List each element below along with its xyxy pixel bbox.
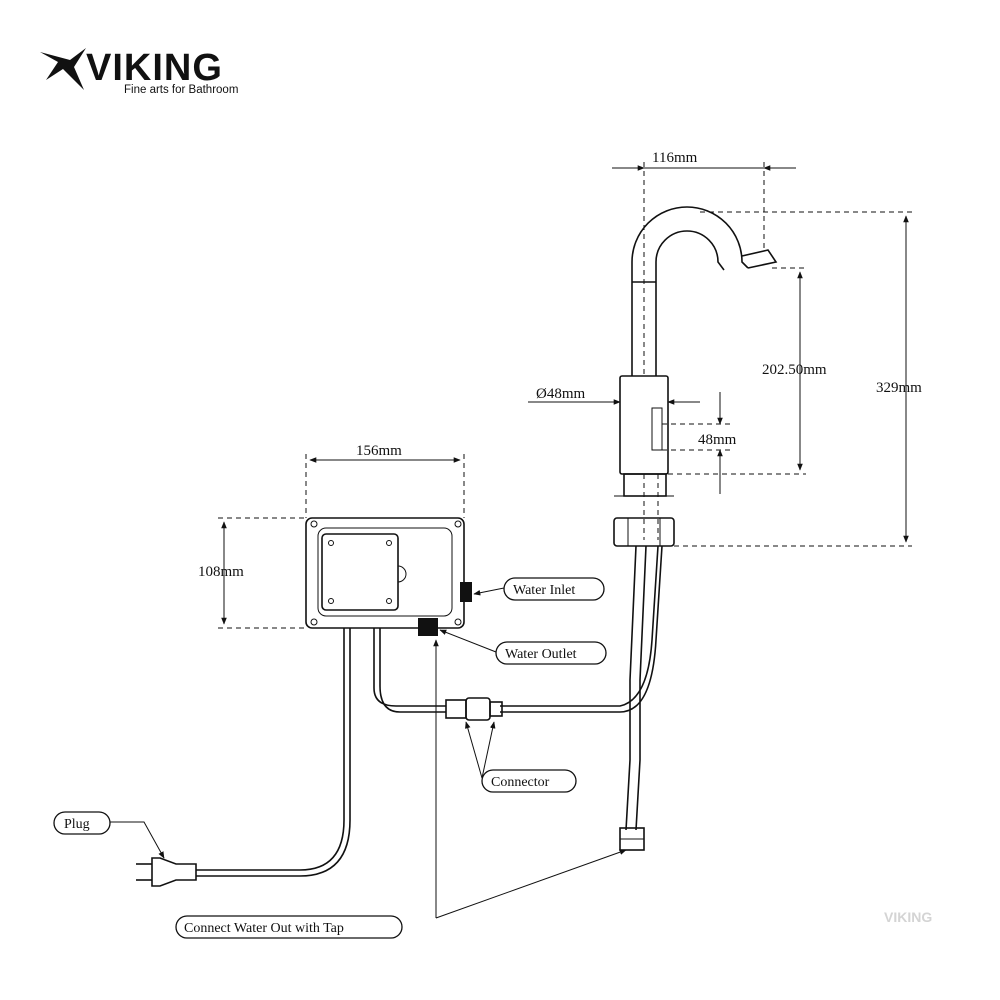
brand-name: VIKING	[86, 47, 223, 89]
label-plug: Plug	[64, 817, 90, 832]
callouts: Water Inlet Water Outlet Connector Plug …	[53, 577, 627, 939]
watermark: VIKING	[884, 909, 932, 925]
dim-spout-height: 202.50mm	[762, 362, 827, 378]
dim-sensor-height: 48mm	[698, 432, 737, 448]
faucet-hoses	[500, 545, 663, 851]
dimension-texts: 116mm 329mm 202.50mm Ø48mm 48mm 156mm 10…	[198, 150, 922, 580]
plug-icon	[136, 857, 197, 887]
brand-tagline: Fine arts for Bathroom	[124, 84, 238, 96]
dim-box-height: 108mm	[198, 564, 244, 580]
viking-logo: VIKING Fine arts for Bathroom	[40, 47, 238, 96]
water-inlet-port	[460, 582, 472, 602]
label-connect-water: Connect Water Out with Tap	[184, 921, 344, 936]
logo-x-icon	[40, 48, 86, 90]
faucet	[613, 206, 778, 547]
label-water-inlet: Water Inlet	[513, 583, 575, 598]
label-water-outlet: Water Outlet	[505, 647, 577, 662]
dim-total-height: 329mm	[876, 380, 922, 396]
dimension-lines	[218, 162, 912, 629]
label-connector: Connector	[491, 775, 550, 790]
dim-spout-reach: 116mm	[652, 150, 698, 166]
dim-body-diameter: Ø48mm	[536, 386, 586, 402]
water-outlet-port	[418, 618, 438, 636]
box-cables	[136, 628, 503, 887]
dim-box-width: 156mm	[356, 443, 402, 459]
control-box	[305, 517, 472, 636]
